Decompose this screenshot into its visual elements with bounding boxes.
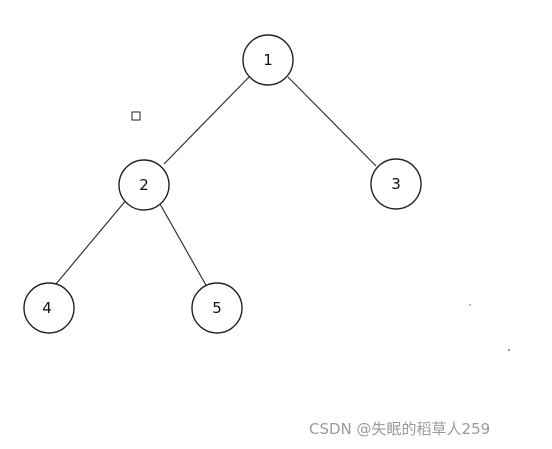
stray-dot	[469, 304, 471, 306]
watermark-text: CSDN @失眠的稻草人259	[309, 420, 491, 438]
node-label: 3	[391, 175, 401, 193]
stray-dot	[508, 349, 510, 351]
tree-node-2: 2	[118, 159, 170, 211]
tree-node-3: 3	[370, 158, 422, 210]
node-label: 2	[139, 176, 149, 194]
tree-node-5: 5	[191, 282, 243, 334]
edge-2-4	[55, 198, 128, 285]
tree-node-1: 1	[242, 34, 294, 86]
node-label: 1	[263, 51, 273, 69]
edge-1-2	[163, 76, 250, 165]
edge-1-3	[287, 76, 377, 167]
node-label: 5	[212, 299, 222, 317]
tree-node-4: 4	[23, 282, 75, 334]
square-marker	[131, 111, 141, 121]
node-label: 4	[42, 299, 52, 317]
edge-2-5	[159, 203, 208, 288]
